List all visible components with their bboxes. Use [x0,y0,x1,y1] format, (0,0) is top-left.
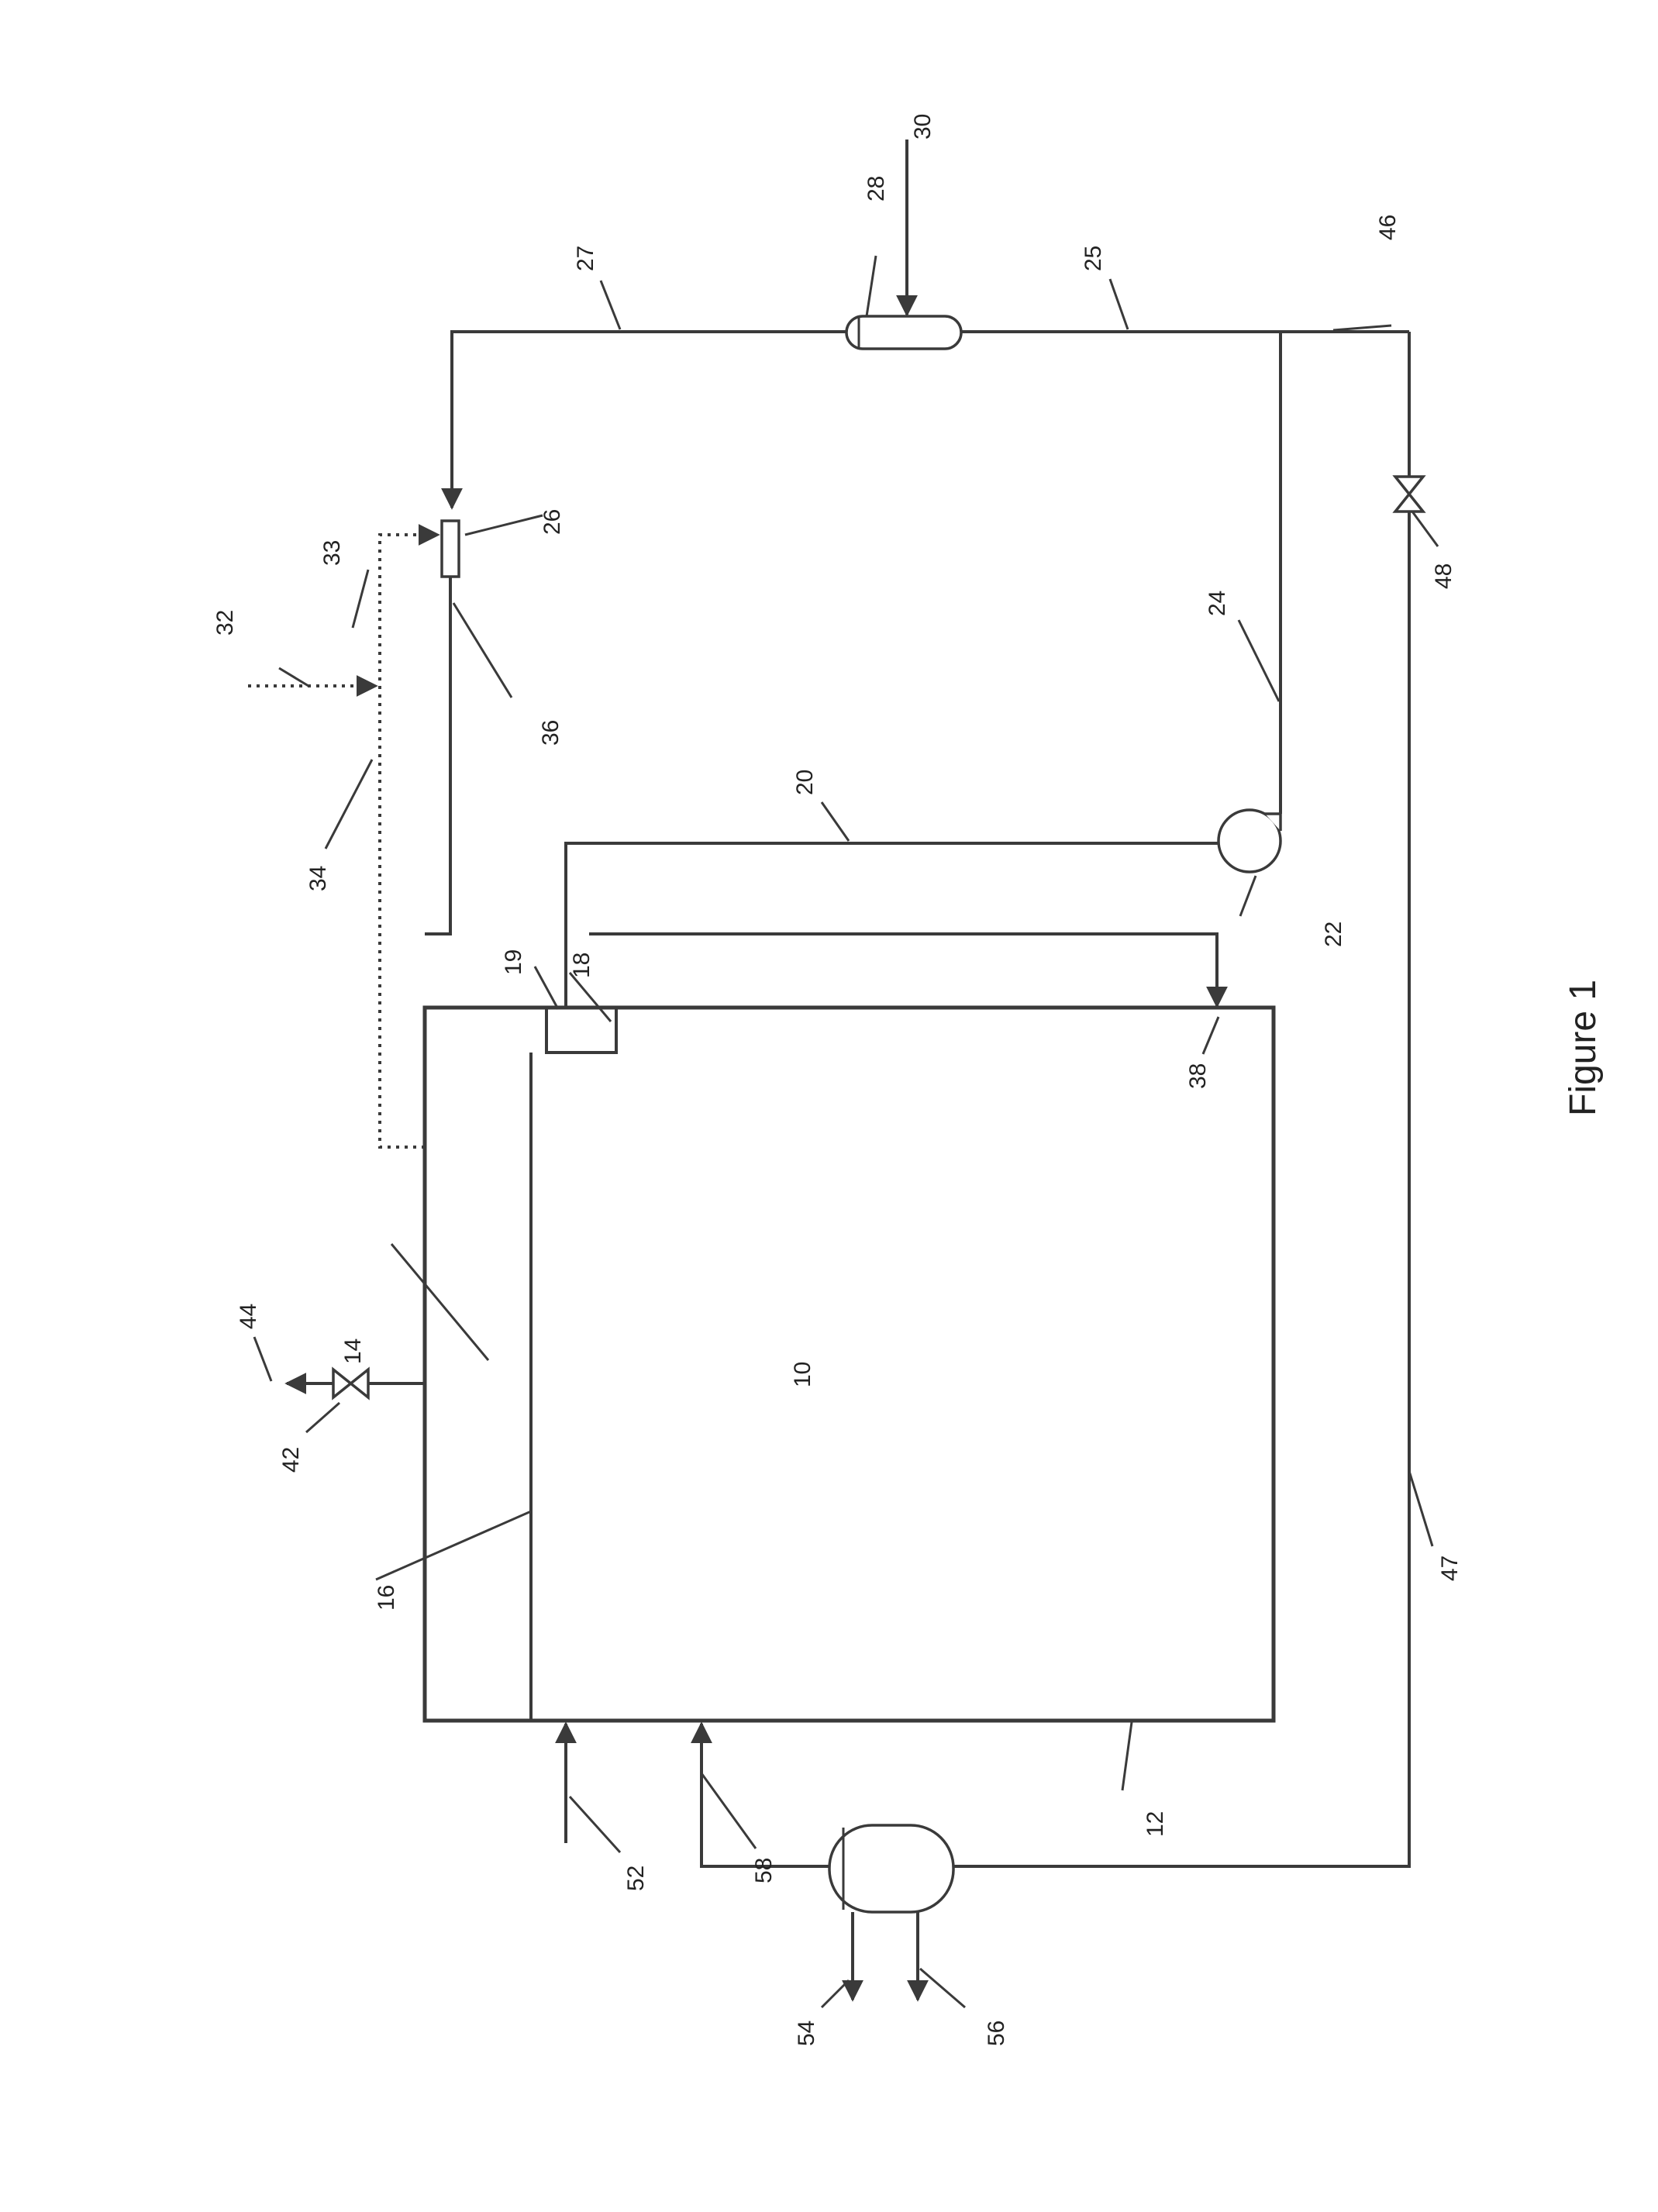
label-36: 36 [538,720,564,746]
valve-48 [1395,477,1423,512]
label-38: 38 [1185,1063,1211,1089]
mixer-26 [442,521,459,577]
label-20: 20 [792,770,818,795]
figure-caption: Figure 1 [1563,980,1604,1116]
line-47 [953,332,1409,1866]
label-30: 30 [910,114,936,140]
leader-lines [254,256,1438,2007]
label-25: 25 [1081,246,1106,271]
pump-22 [1219,810,1281,872]
label-24: 24 [1205,591,1230,616]
label-42: 42 [278,1447,304,1473]
label-54: 54 [794,2021,819,2046]
label-14: 14 [340,1339,366,1364]
label-47: 47 [1437,1556,1463,1581]
line-38 [589,934,1217,1006]
vessel-12 [425,1008,1274,1721]
label-28: 28 [863,176,889,202]
label-34: 34 [305,866,331,891]
label-22: 22 [1321,922,1346,947]
label-56: 56 [984,2021,1009,2046]
label-33: 33 [319,540,345,566]
label-44: 44 [236,1304,261,1329]
label-58: 58 [751,1858,777,1883]
label-32: 32 [212,610,238,636]
dotted-line-33-34 [380,535,438,1147]
label-26: 26 [539,509,565,535]
line-36 [425,577,450,934]
label-48: 48 [1431,563,1456,589]
label-10: 10 [790,1362,815,1387]
label-16: 16 [374,1585,399,1611]
line-20 [566,843,1248,1008]
separator-vessel [829,1825,953,1912]
label-18: 18 [569,953,595,978]
vessel-28 [846,316,961,349]
valve-42 [333,1370,368,1397]
label-52: 52 [623,1866,649,1891]
line-27 [452,332,846,508]
label-27: 27 [573,246,598,271]
line-58 [701,1724,829,1866]
label-12: 12 [1143,1811,1168,1837]
label-46: 46 [1375,215,1401,240]
label-19: 19 [501,949,526,975]
